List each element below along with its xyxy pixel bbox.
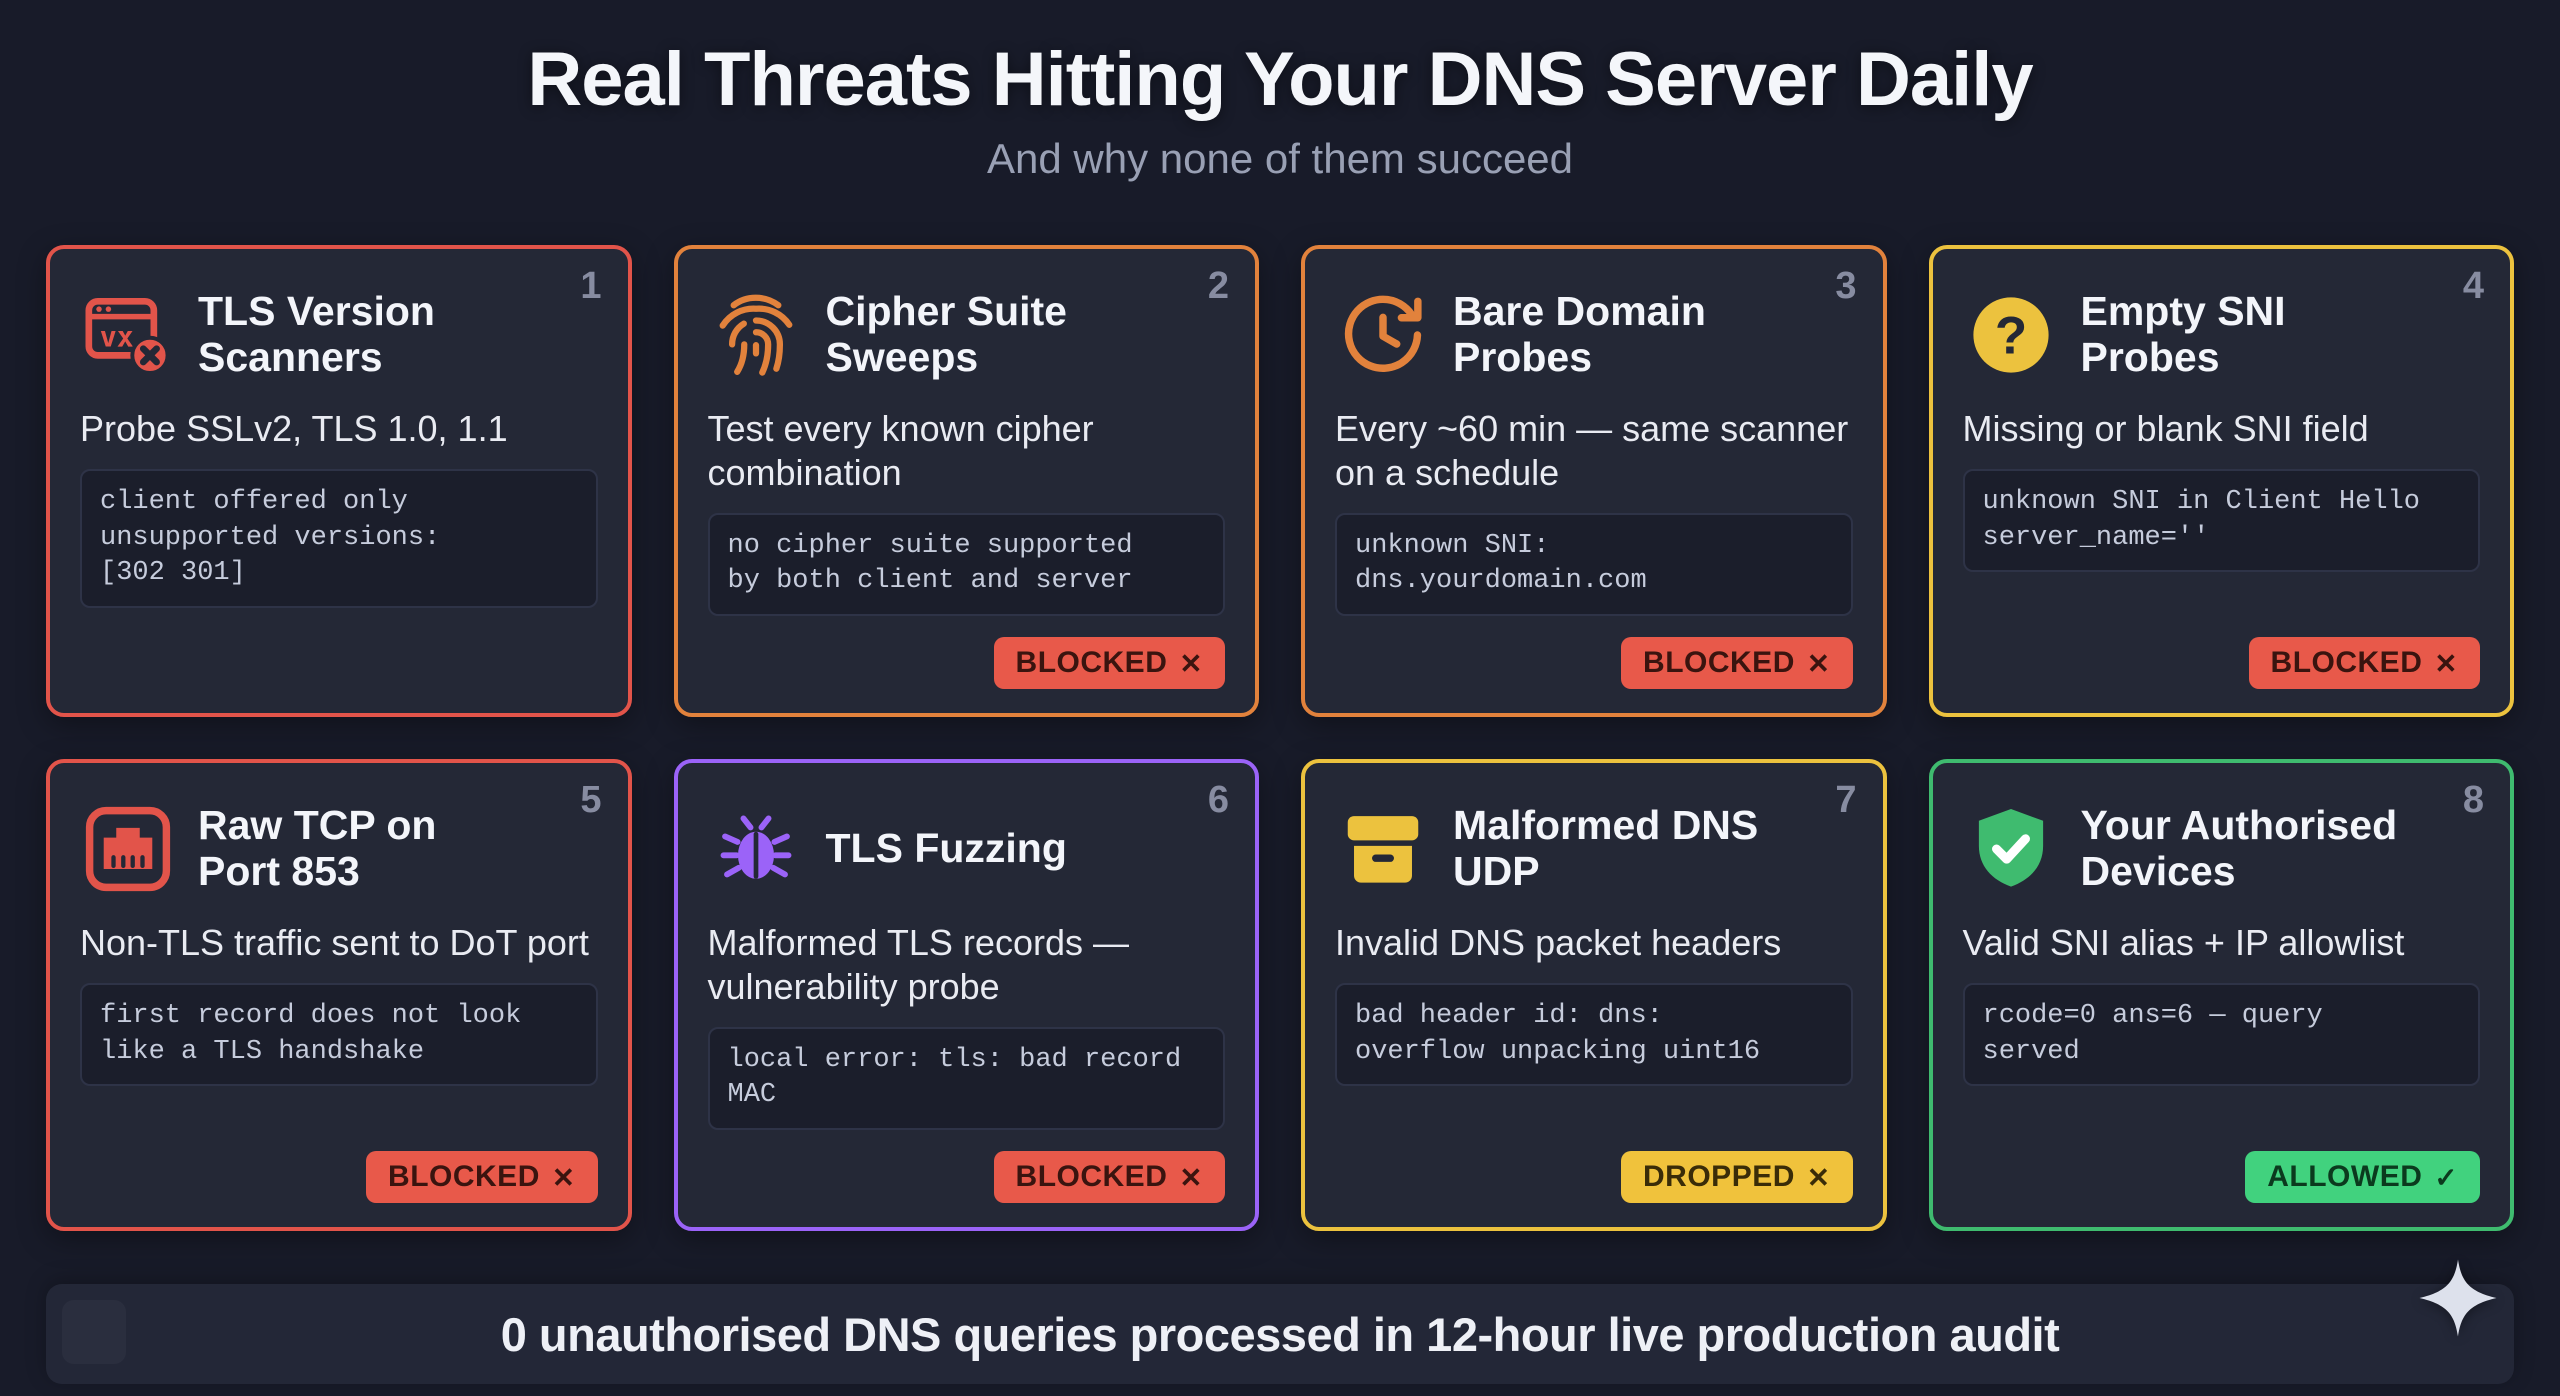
card-header: Raw TCP on Port 853 [80, 793, 598, 905]
card-number: 2 [1207, 265, 1229, 307]
status-badge-label: BLOCKED [2270, 646, 2423, 679]
card-title: Empty SNI Probes [2080, 288, 2286, 380]
card-header: vx TLS Version Scanners [80, 279, 598, 391]
badge-row: BLOCKED ✕ [708, 1137, 1225, 1203]
page-subtitle: And why none of them succeed [986, 135, 1574, 182]
badge-row: BLOCKED ✕ [80, 1137, 598, 1203]
svg-text:?: ? [1994, 306, 2026, 365]
badge-row: BLOCKED ✕ [708, 623, 1225, 689]
card-header: Your Authorised Devices [1963, 793, 2481, 905]
card-title: Bare Domain Probes [1453, 288, 1706, 380]
status-badge-blocked: BLOCKED ✕ [993, 637, 1225, 689]
card-description: Test every known cipher combination [707, 408, 1094, 493]
clock-history-icon [1335, 287, 1431, 383]
card-log-snippet: bad header id: dns: overflow unpacking u… [1335, 982, 1853, 1087]
card-number: 7 [1835, 779, 1857, 821]
cross-icon: ✕ [2434, 647, 2458, 679]
fingerprint-icon [708, 287, 804, 383]
card-title: Your Authorised Devices [2080, 802, 2398, 894]
card-log-snippet: rcode=0 ans=6 — query served [1962, 982, 2480, 1087]
card-cipher-suite-sweeps: 2 Cipher Suite Sweeps Test every known c… [673, 245, 1259, 717]
card-malformed-dns-udp: 7 Malformed DNS UDP Invalid DNS packet h… [1301, 759, 1887, 1231]
status-badge-label: BLOCKED [1015, 646, 1168, 679]
status-badge-allowed: ALLOWED ✓ [2245, 1151, 2480, 1203]
footer-watermark [62, 1300, 126, 1364]
card-raw-tcp-port-853: 5 Raw TCP on Port 853 Non-TLS traffic se… [46, 759, 632, 1231]
card-your-authorised-devices: 8 Your Authorised Devices Valid SNI alia… [1928, 759, 2514, 1231]
card-description: Probe SSLv2, TLS 1.0, 1.1 [80, 408, 508, 449]
tls-scanner-window-icon: vx [80, 287, 176, 383]
footer-text: 0 unauthorised DNS queries processed in … [500, 1307, 2060, 1361]
card-number: 4 [2462, 265, 2484, 307]
card-log-snippet: client offered only unsupported versions… [80, 468, 598, 608]
cross-icon: ✕ [1179, 1161, 1203, 1193]
badge-row: DROPPED ✕ [1335, 1137, 1853, 1203]
card-description: Missing or blank SNI field [1962, 408, 2369, 449]
card-title: Malformed DNS UDP [1453, 802, 1759, 894]
cross-icon: ✕ [1806, 1161, 1831, 1193]
card-header: Bare Domain Probes [1335, 279, 1853, 391]
check-icon: ✓ [2434, 1161, 2458, 1193]
page-title: Real Threats Hitting Your DNS Server Dai… [527, 37, 2033, 122]
status-badge-label: DROPPED [1643, 1160, 1795, 1193]
card-log-snippet: unknown SNI in Client Hello server_name=… [1962, 468, 2480, 573]
status-badge-blocked: BLOCKED ✕ [993, 1151, 1225, 1203]
sparkle-icon [2414, 1254, 2502, 1342]
card-log-snippet: no cipher suite supported by both client… [707, 512, 1225, 617]
bug-icon [708, 801, 804, 897]
card-empty-sni-probes: 4 ? Empty SNI Probes Missing or blank SN… [1928, 245, 2514, 717]
card-description: Every ~60 min — same scanner on a schedu… [1335, 408, 1849, 493]
card-header: ? Empty SNI Probes [1963, 279, 2481, 391]
status-badge-label: BLOCKED [1643, 646, 1795, 679]
status-badge-label: ALLOWED [2267, 1160, 2423, 1193]
card-number: 5 [580, 779, 602, 821]
ethernet-port-icon [80, 801, 176, 897]
archive-box-icon [1335, 801, 1431, 897]
card-header: Cipher Suite Sweeps [708, 279, 1226, 391]
card-bare-domain-probes: 3 Bare Domain Probes Every ~60 min — sam… [1301, 245, 1887, 717]
card-log-snippet: first record does not look like a TLS ha… [80, 982, 598, 1087]
status-badge-blocked: BLOCKED ✕ [366, 1151, 598, 1203]
card-number: 6 [1207, 779, 1229, 821]
footer-banner: 0 unauthorised DNS queries processed in … [46, 1284, 2514, 1384]
card-tls-version-scanners: 1 vx TLS Version Scanners Probe SSLv2, T… [46, 245, 632, 717]
threat-card-grid: 1 vx TLS Version Scanners Probe SSLv2, T… [46, 245, 2514, 1231]
card-title: TLS Fuzzing [825, 825, 1067, 872]
card-tls-fuzzing: 6 TLS Fuzzing Malformed TLS records — vu… [673, 759, 1259, 1231]
card-header: TLS Fuzzing [708, 793, 1226, 905]
cross-icon: ✕ [551, 1161, 576, 1193]
cross-icon: ✕ [1179, 647, 1203, 679]
card-description: Valid SNI alias + IP allowlist [1962, 922, 2405, 963]
question-mark-icon: ? [1963, 287, 2059, 383]
card-description: Malformed TLS records — vulnerability pr… [707, 922, 1129, 1007]
status-badge-label: BLOCKED [388, 1160, 540, 1193]
badge-row: BLOCKED ✕ [1963, 623, 2480, 689]
status-badge-label: BLOCKED [1015, 1160, 1168, 1193]
card-number: 3 [1835, 265, 1857, 307]
card-description: Non-TLS traffic sent to DoT port [80, 922, 589, 963]
card-number: 8 [2462, 779, 2484, 821]
card-number: 1 [580, 265, 602, 307]
svg-text:vx: vx [100, 320, 134, 353]
cross-icon: ✕ [1806, 647, 1831, 679]
card-header: Malformed DNS UDP [1335, 793, 1853, 905]
card-title: Cipher Suite Sweeps [825, 288, 1067, 380]
status-badge-dropped: DROPPED ✕ [1621, 1151, 1853, 1203]
shield-check-icon [1963, 801, 2059, 897]
badge-row: ALLOWED ✓ [1963, 1137, 2480, 1203]
status-badge-blocked: BLOCKED ✕ [2248, 637, 2480, 689]
card-description: Invalid DNS packet headers [1335, 922, 1782, 963]
badge-row: BLOCKED ✕ [1335, 623, 1853, 689]
card-title: Raw TCP on Port 853 [198, 802, 437, 894]
status-badge-blocked: BLOCKED ✕ [1621, 637, 1853, 689]
card-log-snippet: local error: tls: bad record MAC [707, 1026, 1225, 1131]
card-title: TLS Version Scanners [198, 288, 435, 380]
card-log-snippet: unknown SNI: dns.yourdomain.com [1335, 512, 1853, 617]
